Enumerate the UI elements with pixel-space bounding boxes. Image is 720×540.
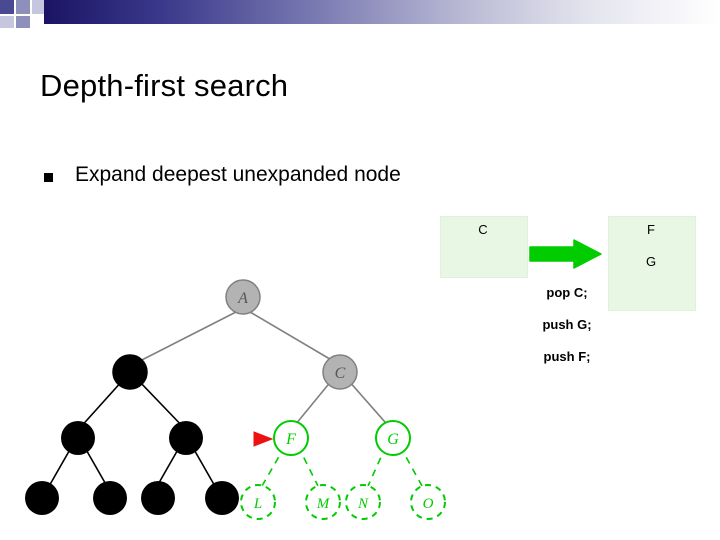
operation-line-2: push G;	[542, 317, 592, 332]
tree-edges-level3	[47, 445, 217, 489]
stack-label-g: G	[645, 254, 657, 269]
operation-line-1: pop C;	[546, 285, 588, 300]
bullet-item-label: Expand deepest unexpanded node	[75, 163, 401, 186]
tree-node-f-label: F	[285, 431, 296, 448]
gradient-band	[44, 0, 720, 24]
tree-edges-level2-left	[77, 379, 187, 431]
stack-label-f: F	[647, 222, 655, 237]
tree-node-d	[61, 421, 95, 455]
green-arrow-icon	[529, 239, 602, 269]
tree-leaf-o-label: O	[423, 496, 434, 512]
tree-leaf-m-label: M	[316, 496, 331, 512]
tree-leaf-3	[141, 481, 175, 515]
tree-node-c: C	[322, 354, 358, 390]
deco-square-4	[0, 16, 14, 28]
tree-leaf-n: N	[345, 484, 381, 520]
tree-leaf-m: M	[305, 484, 341, 520]
tree-edges-level1	[131, 311, 341, 366]
tree-node-c-label: C	[335, 365, 346, 382]
deco-square-3	[32, 0, 44, 14]
bullet-item: Expand deepest unexpanded node	[44, 163, 401, 187]
stack-label-c: C	[478, 222, 488, 237]
deco-square-2	[16, 0, 30, 14]
tree-node-a-label: A	[237, 290, 248, 307]
red-pointer-icon	[253, 431, 274, 447]
tree-leaf-o: O	[410, 484, 446, 520]
stack-box-pushed	[608, 216, 696, 311]
deco-square-5	[16, 16, 30, 28]
tree-leaf-2	[93, 481, 127, 515]
square-bullet-icon	[44, 173, 53, 182]
deco-square-1	[0, 0, 14, 14]
tree-leaf-1	[25, 481, 59, 515]
operation-line-3: push F;	[543, 349, 591, 364]
tree-node-g: G	[375, 420, 411, 456]
slide-top-decoration	[0, 0, 720, 28]
tree-leaf-l: L	[240, 484, 276, 520]
search-tree-diagram: A C F G L M N O	[25, 279, 446, 520]
tree-node-g-label: G	[387, 431, 399, 448]
tree-node-b	[112, 354, 148, 390]
tree-node-f: F	[273, 420, 309, 456]
page-title: Depth-first search	[40, 68, 289, 103]
tree-node-a: A	[225, 279, 261, 315]
tree-node-e	[169, 421, 203, 455]
tree-leaf-n-label: N	[357, 496, 369, 512]
tree-leaf-4	[205, 481, 239, 515]
tree-leaf-l-label: L	[253, 496, 262, 512]
stack-box-popped	[440, 216, 528, 278]
